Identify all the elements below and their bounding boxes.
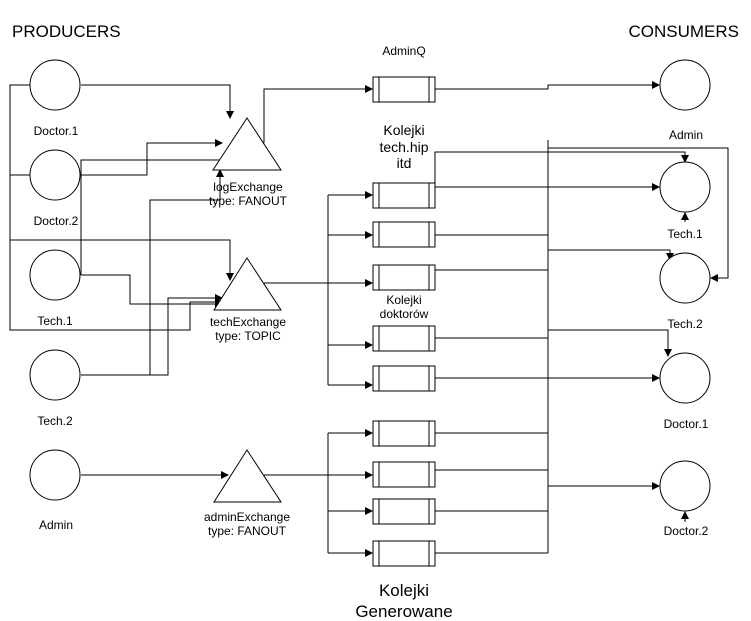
consumers-heading: CONSUMERS (628, 22, 739, 41)
producer-doctor2-node[interactable] (29, 149, 81, 201)
edge-bus-to-tech2-consumer (548, 147, 729, 282)
producer-tech2-label: Tech.2 (37, 414, 73, 428)
generated-queues-caption-line2: Generowane (355, 602, 452, 621)
edge-tech2-to-logexchange (81, 169, 224, 376)
consumer-admin-node[interactable] (659, 59, 711, 111)
queue-doctor-2[interactable] (372, 365, 436, 392)
logexchange-type: type: FANOUT (209, 194, 288, 208)
edge-techexchange-bus (264, 195, 329, 385)
logexchange-triangle[interactable] (212, 117, 282, 171)
generated-queues-caption-line1: Kolejki (379, 581, 429, 600)
tech-queues-caption-line2: tech.hip (379, 139, 428, 155)
queues: AdminQ Kolejki tech.hip itd Kolejki dokt… (355, 44, 452, 621)
tech-queues-caption-line1: Kolejki (383, 122, 424, 138)
queue-generated-4[interactable] (372, 540, 436, 567)
consumer-doctor2-label: Doctor.2 (664, 524, 709, 538)
producer-admin-label: Admin (39, 518, 73, 532)
edge-adminq-to-admin-consumer (435, 81, 660, 90)
edge-logexchange-to-adminq (263, 85, 373, 143)
edge-tech1-to-techexchange (81, 274, 223, 308)
edge-tech1-to-logexchange (80, 159, 234, 275)
logexchange-name: logExchange (213, 180, 283, 194)
consumer-tech2-node[interactable] (659, 252, 711, 304)
consumer-tech1-node[interactable] (659, 161, 711, 213)
techexchange-triangle[interactable] (213, 257, 282, 311)
producer-doctor1-node[interactable] (29, 59, 81, 111)
edge-doctor1-to-logexchange (81, 84, 234, 119)
consumer-doctor1-label: Doctor.1 (664, 417, 709, 431)
adminexchange-triangle[interactable] (213, 449, 282, 503)
queue-tech-2[interactable] (372, 221, 436, 248)
tech-queues-caption-line3: itd (397, 155, 412, 171)
doctor-queues-caption-line1: Kolejki (386, 293, 421, 307)
techexchange-type: type: TOPIC (215, 329, 281, 343)
producer-doctor2-label: Doctor.2 (34, 214, 79, 228)
queue-generated-1[interactable] (372, 420, 436, 447)
producer-doctor1-label: Doctor.1 (34, 124, 79, 138)
consumer-tech2-label: Tech.2 (667, 317, 703, 331)
consumer-tech1-label: Tech.1 (667, 227, 703, 241)
producer-tech1-node[interactable] (29, 249, 81, 301)
producer-admin-node[interactable] (29, 449, 81, 501)
queue-tech-3[interactable] (372, 264, 436, 291)
producers-heading: PRODUCERS (12, 22, 121, 41)
edge-doctor2-to-logexchange (81, 139, 223, 176)
producer-tech1-label: Tech.1 (37, 314, 73, 328)
adminq-label: AdminQ (382, 44, 425, 58)
edge-tech2-to-techexchange (81, 294, 223, 376)
edge-adminexchange-bus (264, 433, 329, 553)
edge-q1-to-admin-consumer (434, 151, 689, 187)
edge-bus-to-tech2-consumer-b (548, 249, 674, 261)
adminexchange-name: adminExchange (204, 510, 290, 524)
consumer-doctor1-node[interactable] (659, 352, 711, 404)
adminexchange-type: type: FANOUT (208, 524, 287, 538)
consumer-doctor2-node[interactable] (659, 460, 711, 512)
consumers: Admin Tech.1 Tech.2 Doctor.1 Doctor.2 (659, 59, 711, 538)
queue-generated-2[interactable] (372, 461, 436, 488)
queue-generated-3[interactable] (372, 498, 436, 525)
techexchange-name: techExchange (210, 315, 286, 329)
edges (9, 81, 729, 557)
consumer-admin-label: Admin (669, 128, 703, 142)
doctor-queues-caption-line2: doktorów (380, 307, 429, 321)
edge-bus-to-doctor1-consumer (548, 329, 672, 357)
queue-tech-1[interactable] (372, 182, 436, 209)
queue-adminq[interactable] (372, 76, 436, 103)
producer-tech2-node[interactable] (29, 349, 81, 401)
queue-doctor-1[interactable] (372, 325, 436, 352)
producers: Doctor.1 Doctor.2 Tech.1 Tech.2 Admin (29, 59, 81, 532)
exchanges: logExchange type: FANOUT techExchange ty… (204, 117, 290, 538)
edge-doctor2-to-techexchange (9, 174, 223, 331)
